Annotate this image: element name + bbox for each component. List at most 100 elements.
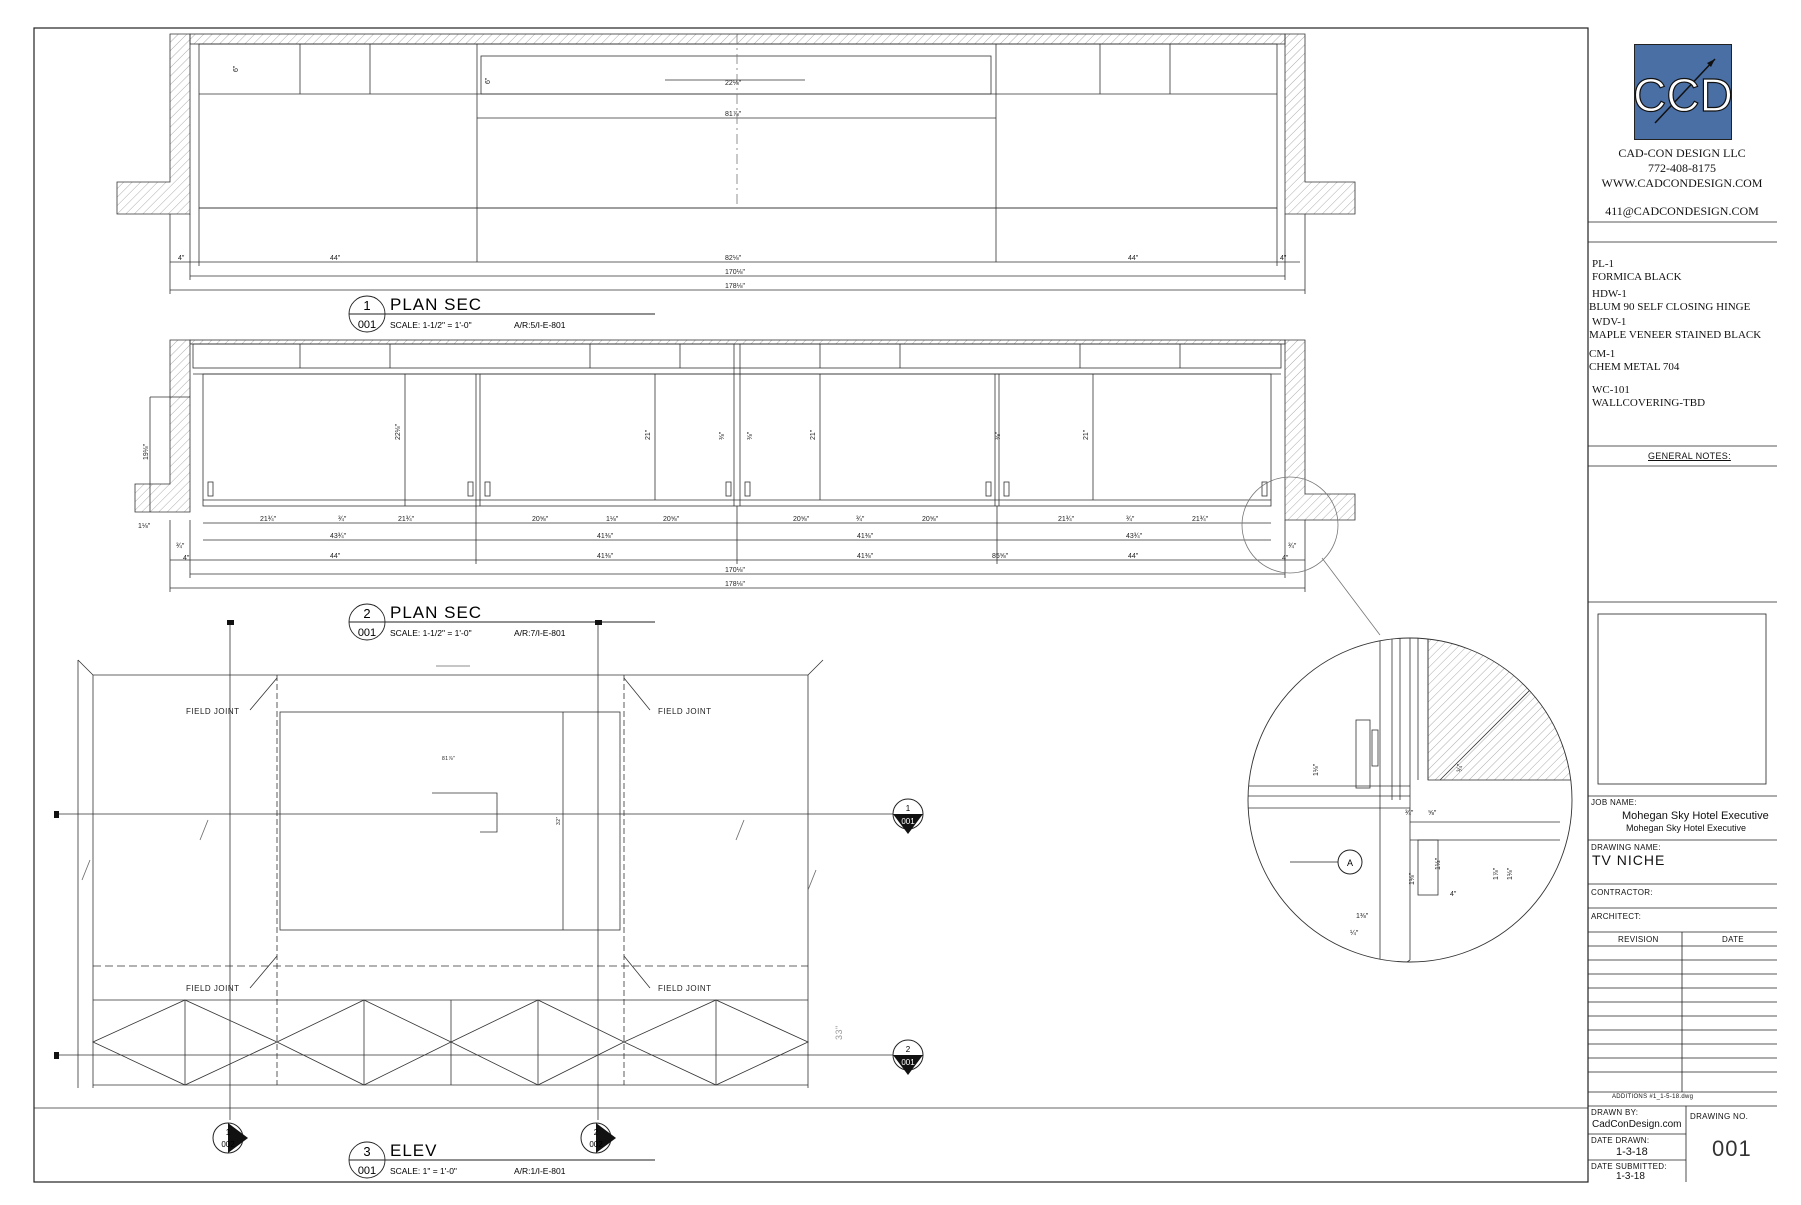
view-number: 3 [363, 1144, 370, 1159]
dim-text: 1⅛" [1409, 872, 1416, 885]
dim-text: 1⅛" [1313, 763, 1320, 776]
view-title-1: 1 001 PLAN SEC SCALE: 1-1/2" = 1'-0" A/R… [348, 295, 655, 333]
dim-text: 20⅝" [922, 516, 939, 523]
legend-code: WDV-1 [1592, 316, 1627, 328]
section-marks [54, 620, 602, 1059]
elevation-3 [57, 622, 900, 1120]
legend-code: CM-1 [1589, 348, 1616, 360]
view-ref: A/R:5/I-E-801 [514, 320, 566, 330]
view-scale: SCALE: 1-1/2" = 1'-0" [390, 628, 472, 638]
drawing-name-label: DRAWING NAME: [1591, 843, 1661, 852]
view-number: 1 [363, 298, 370, 313]
dim-text: 1⅛" [1507, 867, 1514, 880]
view-scale: SCALE: 1" = 1'-0" [390, 1166, 457, 1176]
dim-text: 20⅝" [793, 516, 810, 523]
dim-text: 4" [1450, 891, 1457, 898]
dim-text: ¼" [1350, 930, 1359, 937]
legend-code: HDW-1 [1592, 288, 1627, 300]
view-title: PLAN SEC [390, 295, 482, 314]
legend-code: WC-101 [1592, 384, 1630, 396]
dim-text: 44" [1128, 553, 1139, 560]
dim-text: 22⅛" [395, 423, 402, 440]
dim-text: ⅜" [995, 431, 1002, 440]
plan-section-1 [116, 33, 1356, 294]
dim-text: ⅜" [719, 431, 726, 440]
date-label: DATE [1722, 935, 1744, 944]
dim-text: 41⅜" [857, 533, 874, 540]
dim-text: 21¾" [260, 516, 277, 523]
tag-bottom: 002 [221, 1140, 235, 1149]
dim-text: ¾" [856, 516, 865, 523]
job-name: Mohegan Sky Hotel Executive [1622, 810, 1769, 822]
dim-text: 32" [556, 816, 562, 825]
dim-text: 6" [233, 65, 240, 72]
view-scale: SCALE: 1-1/2" = 1'-0" [390, 320, 472, 330]
section-tag: 1 002 [212, 1122, 248, 1154]
date-drawn: 1-3-18 [1616, 1146, 1648, 1158]
dim-text: 21" [645, 429, 652, 440]
dim-text: 4" [1280, 255, 1287, 262]
dim-text: 43¾" [330, 533, 347, 540]
legend-desc: BLUM 90 SELF CLOSING HINGE [1589, 301, 1751, 313]
firm-logo: CCD [1633, 44, 1733, 140]
detail-a: A 1⅛" ¾" ⅝" ¾" 1½" 1⅞" 1⅛" 4" 1⅛" 1⅜" ¼" [1247, 637, 1573, 963]
dim-text: ⅝" [1428, 810, 1437, 817]
tag-top: 2 [594, 1128, 599, 1137]
dim-text: 21¾" [1192, 516, 1209, 523]
date-drawn-label: DATE DRAWN: [1591, 1136, 1650, 1145]
legend-desc: FORMICA BLACK [1592, 271, 1682, 283]
dim-text: 41⅜" [597, 533, 614, 540]
dim-text: 21" [810, 429, 817, 440]
legend-code: PL-1 [1592, 258, 1614, 270]
general-notes-label: GENERAL NOTES: [1648, 451, 1731, 461]
contractor-label: CONTRACTOR: [1591, 888, 1653, 897]
dim-text: ⅜" [747, 431, 754, 440]
compass-icon: CCD [1633, 58, 1733, 124]
dim-text: 21" [1083, 429, 1090, 440]
tag-top: 2 [906, 1045, 911, 1054]
drawn-by-label: DRAWN BY: [1591, 1108, 1639, 1117]
view-title: ELEV [390, 1141, 437, 1160]
view-title-3: 3 001 ELEV SCALE: 1" = 1'-0" A/R:1/I-E-8… [348, 1141, 655, 1179]
view-title-2: 2 001 PLAN SEC SCALE: 1-1/2" = 1'-0" A/R… [348, 603, 655, 641]
legend-desc: CHEM METAL 704 [1589, 361, 1680, 373]
job-name-sub: Mohegan Sky Hotel Executive [1626, 823, 1747, 833]
drawing-no: 001 [1712, 1136, 1752, 1161]
dim-text: 1⅞" [1493, 867, 1500, 880]
drawn-by: CadConDesign.com [1592, 1119, 1682, 1130]
firm-name: CAD-CON DESIGN LLC [1618, 146, 1746, 160]
field-joint-label: FIELD JOINT [658, 707, 712, 716]
dim-text: 19⅛" [143, 443, 150, 460]
dim-text: ¾" [1288, 543, 1297, 550]
drawing-name: TV NICHE [1592, 852, 1666, 868]
dim-text: 33" [834, 1025, 844, 1040]
dim-text: 20⅝" [663, 516, 680, 523]
file-name: ADDITIONS #1_1-5-18.dwg [1612, 1094, 1694, 1100]
dim-text: 43¾" [1126, 533, 1143, 540]
section-tag: 2 001 [892, 1039, 924, 1075]
plan-section-2 [134, 339, 1381, 636]
dim-text: 44" [330, 553, 341, 560]
view-sheet: 001 [358, 319, 376, 331]
legend-desc: MAPLE VENEER STAINED BLACK [1589, 329, 1762, 341]
dim-text: 81⅞" [442, 756, 456, 762]
field-joint-label: FIELD JOINT [186, 984, 240, 993]
title-block-lines [1588, 221, 1777, 1182]
firm-website: WWW.CADCONDESIGN.COM [1601, 176, 1763, 190]
dim-text: 1⅛" [138, 523, 151, 530]
revision-label: REVISION [1618, 935, 1659, 944]
dim-text: 1½" [1434, 857, 1442, 870]
tag-top: 1 [906, 804, 911, 813]
dim-text: 4" [183, 555, 190, 562]
logo-letters: CCD [1635, 69, 1731, 121]
dim-text: ¾" [1126, 516, 1135, 523]
legend-desc: WALLCOVERING-TBD [1592, 397, 1706, 409]
dim-text: 81⅞" [725, 111, 742, 118]
field-joint-label: FIELD JOINT [186, 707, 240, 716]
material-legend: PL-1 FORMICA BLACK HDW-1 BLUM 90 SELF CL… [1589, 258, 1776, 410]
dim-text: 22⅛" [725, 80, 742, 87]
dim-text: 44" [330, 255, 341, 262]
dim-text: 170⅛" [725, 269, 746, 276]
dim-text: ¾" [176, 543, 185, 550]
